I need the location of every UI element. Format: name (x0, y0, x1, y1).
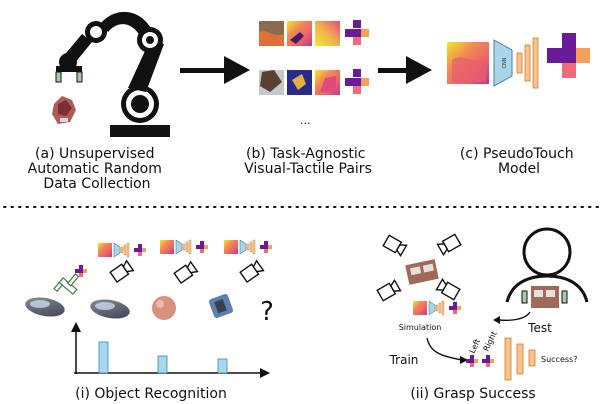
visual-tactile-pair-2 (259, 69, 369, 95)
object-photo-mug (209, 294, 233, 318)
object-photo-mouse-2 (90, 299, 130, 319)
robot-arm-illustration (55, 11, 170, 137)
camera-icon (435, 278, 461, 301)
train-label: Train (389, 353, 419, 367)
arrow-b-to-c (378, 56, 432, 84)
visual-tactile-pair-1 (259, 20, 369, 46)
bar (98, 341, 109, 374)
test-label: Test (527, 321, 552, 335)
success-label: Success? (541, 355, 577, 364)
camera-icon (436, 233, 462, 256)
tactile-output-plus (547, 33, 590, 78)
object-recognition-panel: ? (25, 239, 274, 378)
camera-icon (382, 234, 408, 257)
camera-icon (239, 260, 265, 283)
caption-ii: (ii) Grasp Success (410, 386, 535, 402)
camera-icon (173, 261, 199, 284)
pseudotouch-model-diagram: CNN (447, 33, 590, 89)
caption-i: (i) Object Recognition (75, 386, 227, 402)
right-label: Right (482, 330, 499, 353)
object-photo-mouse-1 (25, 297, 65, 317)
left-label: Left (468, 337, 483, 354)
object-photo-ball (152, 296, 176, 320)
unknown-object-mark: ? (260, 297, 274, 327)
human-figure (505, 227, 589, 308)
grasp-success-panel: Simulation Test Train Left Right Success… (376, 227, 589, 381)
simulation-label: Simulation (399, 323, 442, 332)
simulation-object (405, 259, 439, 285)
caption-c: (c) PseudoTouch Model (460, 146, 578, 177)
arrow-a-to-b (180, 56, 250, 84)
caption-b: (b) Task-Agnostic Visual-Tactile Pairs (244, 146, 372, 177)
object-photo-a (52, 96, 76, 124)
caption-a: (a) Unsupervised Automatic Random Data C… (28, 146, 167, 192)
pairs-ellipsis: ... (300, 114, 311, 127)
bar (157, 355, 168, 374)
bar (217, 358, 228, 374)
camera-icon (109, 260, 135, 283)
gripper-icon (53, 273, 80, 295)
encoder-block (493, 39, 513, 87)
encoder-label: CNN (502, 57, 508, 68)
camera-icon (376, 279, 402, 302)
